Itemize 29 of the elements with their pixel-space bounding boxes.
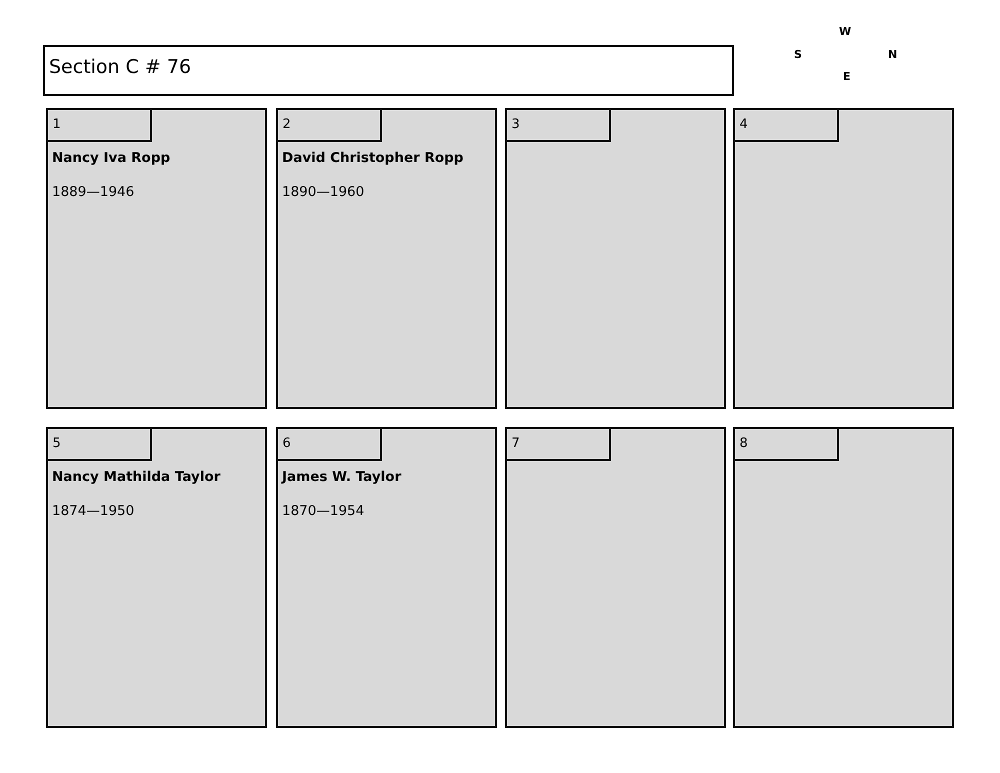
grave-plot	[276, 427, 497, 728]
plot-number-tab: 2	[276, 108, 382, 142]
life-dates: 1890—1960	[282, 184, 364, 200]
grave-plot	[733, 427, 954, 728]
life-dates: 1870—1954	[282, 503, 364, 519]
grave-plot	[505, 427, 726, 728]
life-dates: 1889—1946	[52, 184, 134, 200]
compass-letter: W	[839, 25, 852, 38]
plot-number-tab: 4	[732, 108, 838, 142]
grave-plot	[46, 427, 267, 728]
person-name: James W. Taylor	[282, 469, 402, 485]
compass-letter: S	[794, 48, 802, 61]
plot-number-tab: 1	[46, 108, 152, 142]
plot-number-tab: 5	[46, 426, 152, 460]
plot-number-tab: 6	[276, 426, 382, 460]
person-name: Nancy Mathilda Taylor	[52, 469, 220, 485]
grave-plot	[733, 108, 954, 409]
person-name: David Christopher Ropp	[282, 150, 464, 166]
plot-number-tab: 7	[504, 426, 610, 460]
grave-plot	[505, 108, 726, 409]
compass-letter: N	[888, 48, 898, 61]
compass-letter: E	[843, 70, 851, 83]
section-title-box: Section C # 76	[43, 45, 734, 96]
person-name: Nancy Iva Ropp	[52, 150, 170, 166]
plot-number-tab: 3	[504, 108, 610, 142]
plot-number-tab: 8	[732, 426, 838, 460]
grave-plot	[46, 108, 267, 409]
life-dates: 1874—1950	[52, 503, 134, 519]
grave-plot	[276, 108, 497, 409]
